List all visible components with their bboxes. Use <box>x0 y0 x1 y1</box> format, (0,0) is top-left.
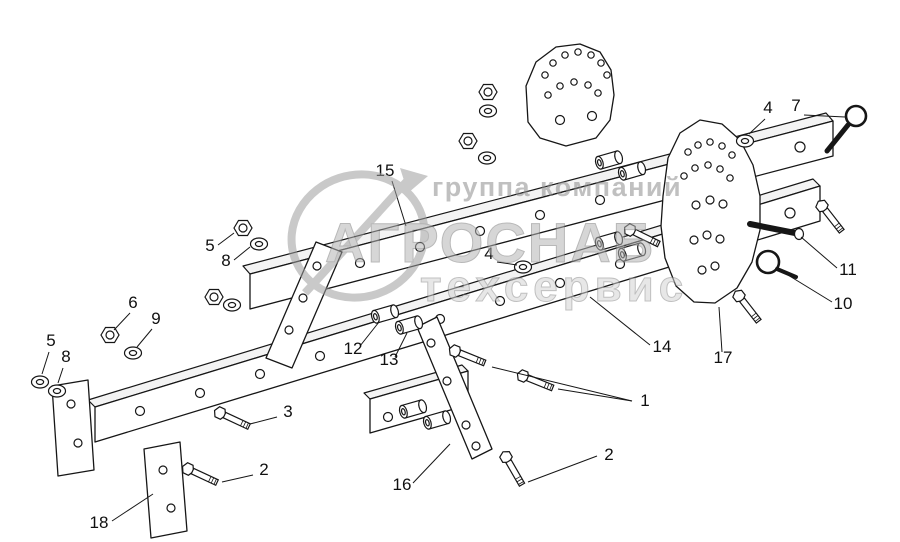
part-number: 7 <box>791 96 800 115</box>
part-label-12: 12 <box>344 321 380 358</box>
leader-line <box>589 296 651 346</box>
flat-washer <box>735 134 755 148</box>
hex-nut <box>204 288 224 306</box>
leader-line <box>803 114 846 118</box>
part-label-17: 17 <box>714 306 733 367</box>
part-number: 8 <box>61 347 70 366</box>
part-label-4: 4 <box>484 244 518 266</box>
part-number: 13 <box>380 350 399 369</box>
leader-line <box>496 261 518 266</box>
flat-washer <box>30 375 50 389</box>
part-number: 5 <box>46 331 55 350</box>
leader-line <box>391 180 407 227</box>
part-number: 4 <box>763 98 772 117</box>
part-number: 8 <box>221 251 230 270</box>
hex-bolt <box>179 460 220 489</box>
part-label-8: 8 <box>221 246 251 270</box>
part-number: 12 <box>344 339 363 358</box>
leader-line <box>412 443 451 484</box>
watermark-brand: АГРОСНАБ <box>325 211 655 274</box>
top-bracket-plate <box>525 43 615 147</box>
part-label-13: 13 <box>380 332 408 369</box>
watermark-techservice: техсервис <box>420 262 688 311</box>
part-label-5: 5 <box>41 331 56 375</box>
part-number: 17 <box>714 348 733 367</box>
part-label-2: 2 <box>527 445 614 483</box>
small-plate-left <box>51 379 95 477</box>
linch-pin-7 <box>824 104 868 154</box>
part-number: 18 <box>90 513 109 532</box>
part-label-4: 4 <box>748 98 773 135</box>
part-label-8: 8 <box>57 347 71 384</box>
leader-line <box>217 232 235 246</box>
diagonal-plate-16 <box>416 316 493 460</box>
flat-washer <box>123 346 143 360</box>
leader-line <box>782 271 833 303</box>
part-label-6: 6 <box>113 293 138 331</box>
part-label-18: 18 <box>90 493 154 532</box>
hex-nut <box>100 326 120 344</box>
leader-line <box>221 474 254 483</box>
part-label-16: 16 <box>393 443 451 494</box>
part-label-11: 11 <box>800 236 857 279</box>
part-label-7: 7 <box>791 96 846 118</box>
part-number: 16 <box>393 475 412 494</box>
leader-line <box>111 493 154 522</box>
part-number: 4 <box>484 244 493 263</box>
ring-pin-10 <box>755 249 798 279</box>
leader-line <box>113 312 131 331</box>
leader-line <box>57 367 64 384</box>
leader-line <box>41 351 50 375</box>
leader-line <box>748 118 766 135</box>
part-label-10: 10 <box>782 271 853 313</box>
hex-nut <box>233 219 253 237</box>
part-number: 2 <box>604 445 613 464</box>
part-number: 6 <box>128 293 137 312</box>
part-number: 14 <box>653 337 672 356</box>
leader-line <box>233 246 251 261</box>
part-number: 1 <box>640 391 649 410</box>
part-label-9: 9 <box>136 309 161 348</box>
watermark-logo-icon <box>287 168 429 302</box>
leader-line <box>491 366 633 402</box>
leader-line <box>136 328 153 348</box>
leader-line <box>359 321 380 347</box>
flat-washer <box>249 237 269 251</box>
part-number: 9 <box>151 309 160 328</box>
part-label-2: 2 <box>221 460 269 483</box>
leader-line <box>394 332 408 358</box>
part-number: 11 <box>839 260 857 279</box>
part-number: 3 <box>283 402 292 421</box>
hex-nut <box>458 132 478 150</box>
flat-washer <box>47 384 67 398</box>
part-label-14: 14 <box>589 296 672 356</box>
right-bracket-plate <box>660 119 761 304</box>
hex-bolt <box>211 404 252 433</box>
part-number: 5 <box>205 236 214 255</box>
flat-washer <box>222 298 242 312</box>
watermark: группа компаний АГРОСНАБ техсервис <box>287 168 688 312</box>
leader-line <box>527 455 598 483</box>
part-label-3: 3 <box>249 402 293 425</box>
small-plate-18 <box>143 441 188 539</box>
hex-bolt <box>497 448 528 489</box>
flat-washer <box>478 104 498 118</box>
watermark-company-group: группа компаний <box>432 172 682 202</box>
hex-nut <box>478 83 498 101</box>
hex-bolt <box>730 287 764 326</box>
leader-line <box>800 236 838 269</box>
leader-line <box>718 306 723 353</box>
leader-line <box>249 416 278 425</box>
flat-washer <box>477 151 497 165</box>
part-number: 10 <box>834 294 853 313</box>
part-label-5: 5 <box>205 232 235 255</box>
part-number: 2 <box>259 460 268 479</box>
part-label-1: 1 <box>557 388 650 410</box>
leader-line <box>557 388 633 402</box>
